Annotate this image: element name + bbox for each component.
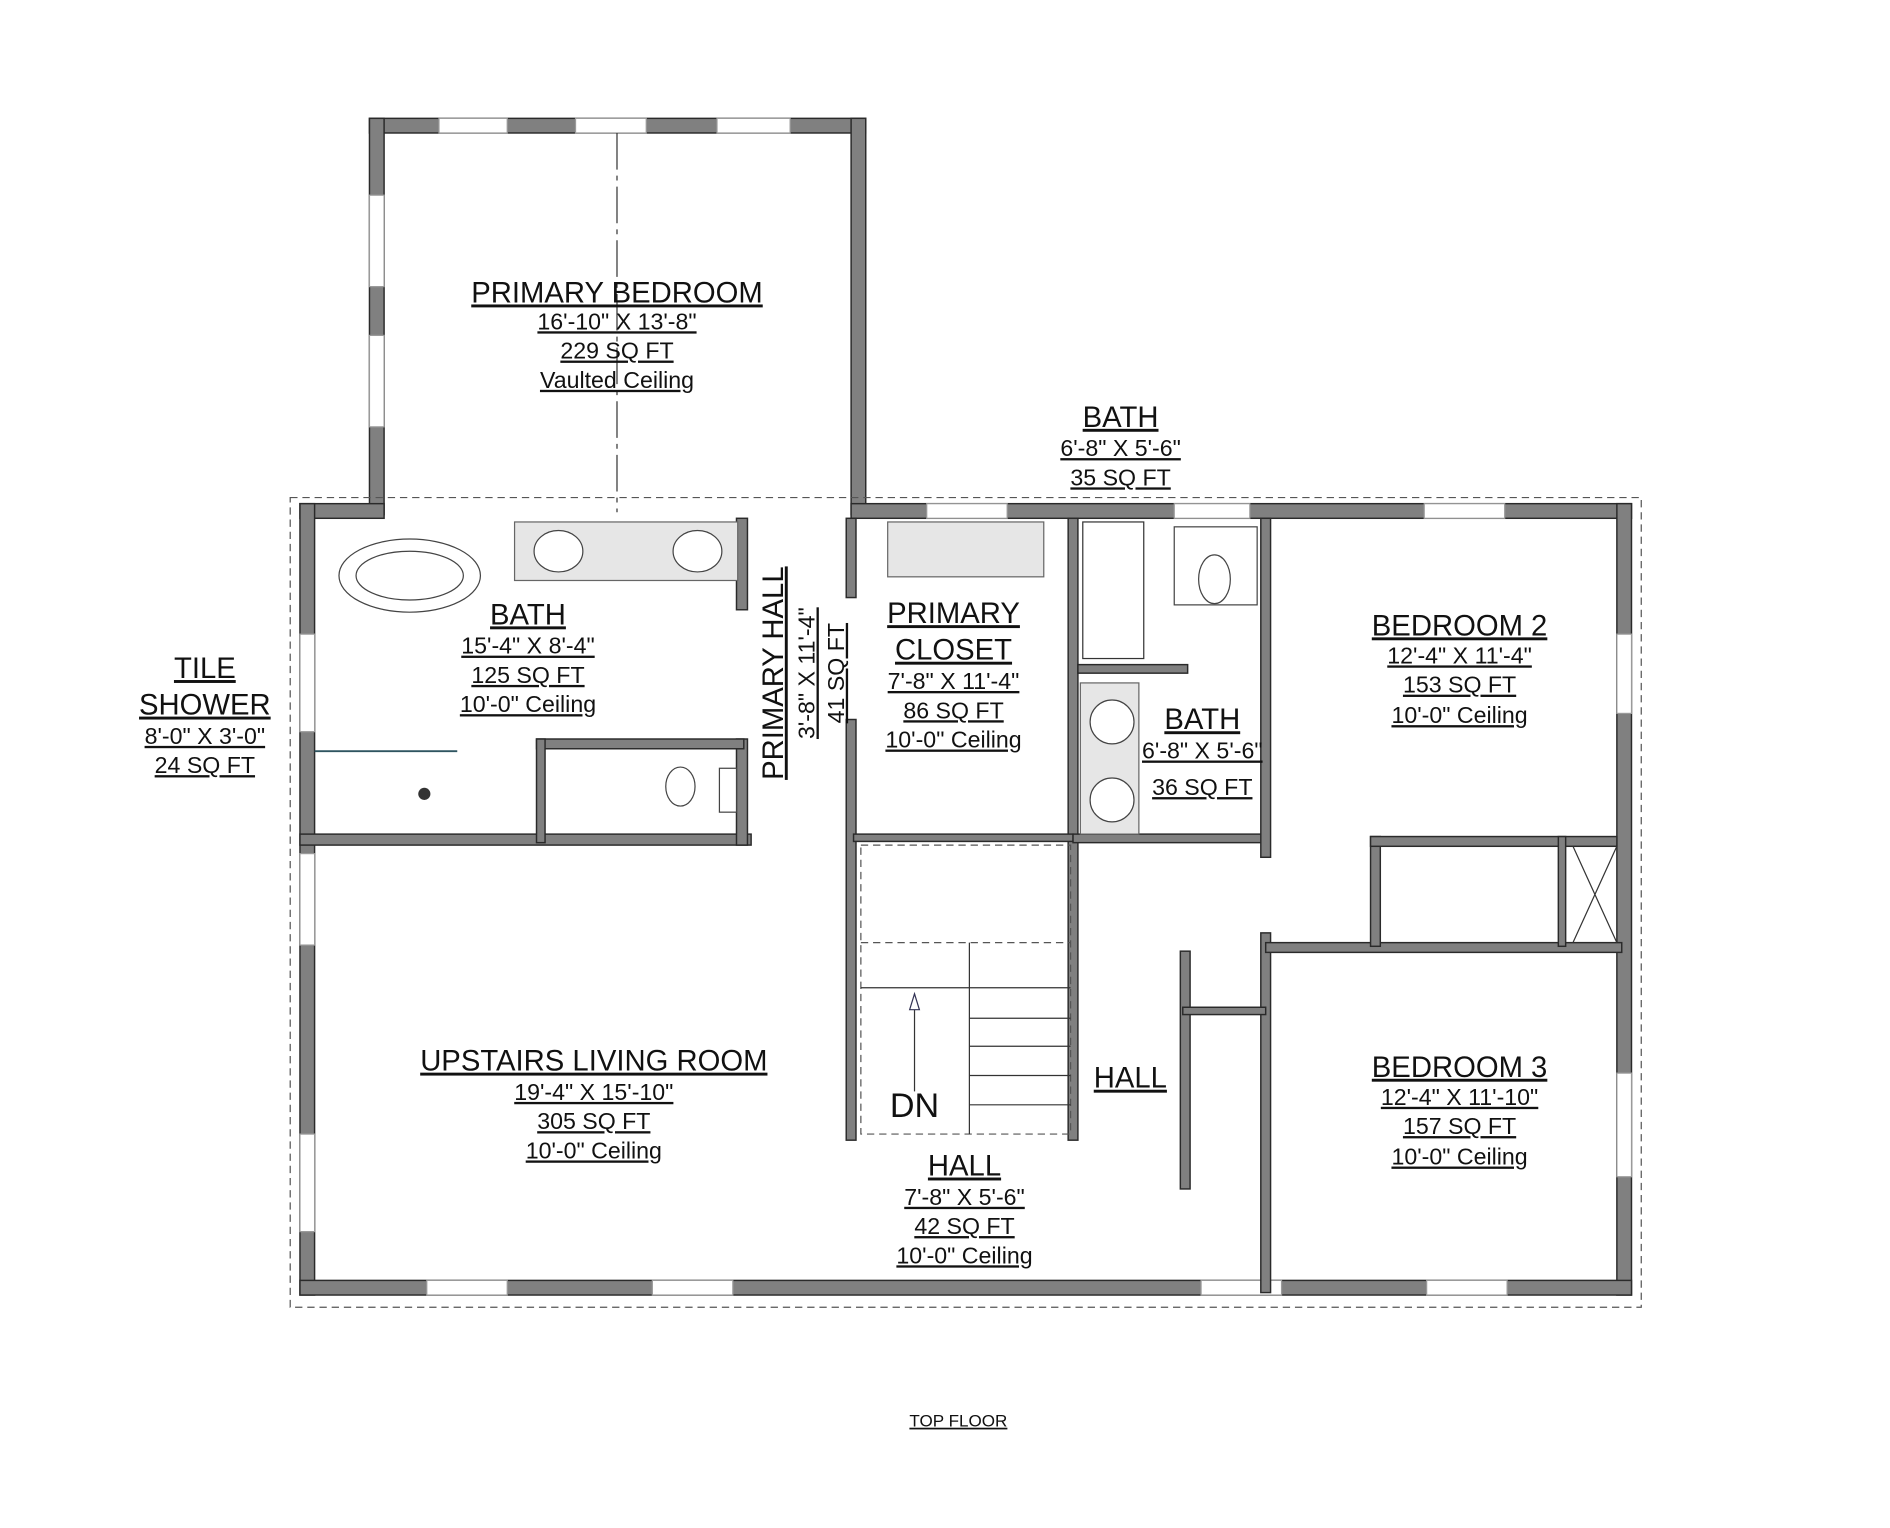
hall-stair-detail: 10'-0" Ceiling (896, 1242, 1032, 1268)
tile-shower-name: TILE (174, 653, 236, 685)
tile-shower-name: SHOWER (139, 690, 271, 722)
bath-upper-name: BATH (1083, 402, 1159, 434)
stairs (860, 844, 1072, 1135)
bedroom-3-detail: 157 SQ FT (1403, 1113, 1516, 1139)
interior-walls (299, 517, 1623, 1294)
primary-bedroom-detail: 16'-10" X 13'-8" (537, 308, 696, 334)
primary-hall-area: 41 SQ FT (823, 623, 849, 723)
fixtures (314, 521, 1618, 943)
bedroom-3-name: BEDROOM 3 (1372, 1052, 1548, 1084)
bath-middle-detail: 36 SQ FT (1152, 774, 1252, 800)
upstairs-living-room-detail: 10'-0" Ceiling (526, 1137, 662, 1163)
primary-closet-detail: 86 SQ FT (903, 697, 1003, 723)
plan-title: TOP FLOOR (909, 1412, 1007, 1431)
primary-bath-detail: 125 SQ FT (471, 662, 584, 688)
hall-name: HALL (1094, 1063, 1167, 1095)
windows (289, 117, 1642, 1308)
primary-closet-detail: 10'-0" Ceiling (885, 727, 1021, 753)
upstairs-living-room-detail: 305 SQ FT (537, 1108, 650, 1134)
bath-middle-name: BATH (1164, 704, 1240, 736)
primary-bedroom-detail: 229 SQ FT (560, 338, 673, 364)
bedroom-2-detail: 10'-0" Ceiling (1391, 702, 1527, 728)
bedroom-3-detail: 12'-4" X 11'-10" (1381, 1084, 1538, 1110)
primary-closet-detail: 7'-8" X 11'-4" (888, 668, 1020, 694)
primary-bedroom-detail: Vaulted Ceiling (540, 367, 694, 393)
bedroom-2-name: BEDROOM 2 (1372, 610, 1548, 642)
bedroom-2-detail: 153 SQ FT (1403, 672, 1516, 698)
upstairs-living-room-detail: 19'-4" X 15'-10" (514, 1079, 673, 1105)
primary-bath-name: BATH (490, 599, 566, 631)
bath-upper-detail: 6'-8" X 5'-6" (1060, 435, 1181, 461)
hall-stair-detail: 42 SQ FT (914, 1213, 1014, 1239)
bath-middle-detail: 6'-8" X 5'-6" (1142, 738, 1263, 764)
bath-upper-detail: 35 SQ FT (1070, 464, 1170, 490)
primary-hall-dimensions: 3'-8" X 11'-4" (794, 607, 820, 739)
bedroom-2-detail: 12'-4" X 11'-4" (1387, 642, 1532, 668)
tile-shower-detail: 8'-0" X 3'-0" (145, 723, 266, 749)
hall-stair-name: HALL (928, 1151, 1001, 1183)
primary-bedroom-name: PRIMARY BEDROOM (471, 277, 762, 309)
primary-hall-name: PRIMARY HALL (758, 566, 790, 780)
primary-closet-name: PRIMARY (887, 598, 1020, 630)
primary-bath-detail: 15'-4" X 8'-4" (461, 633, 594, 659)
tile-shower-detail: 24 SQ FT (155, 752, 255, 778)
hall-stair-detail: 7'-8" X 5'-6" (904, 1184, 1025, 1210)
stair-down-label: DN (890, 1087, 939, 1125)
upstairs-living-room-name: UPSTAIRS LIVING ROOM (420, 1046, 767, 1078)
primary-bath-detail: 10'-0" Ceiling (460, 691, 596, 717)
primary-closet-name: CLOSET (895, 635, 1012, 667)
bedroom-3-detail: 10'-0" Ceiling (1391, 1144, 1527, 1170)
